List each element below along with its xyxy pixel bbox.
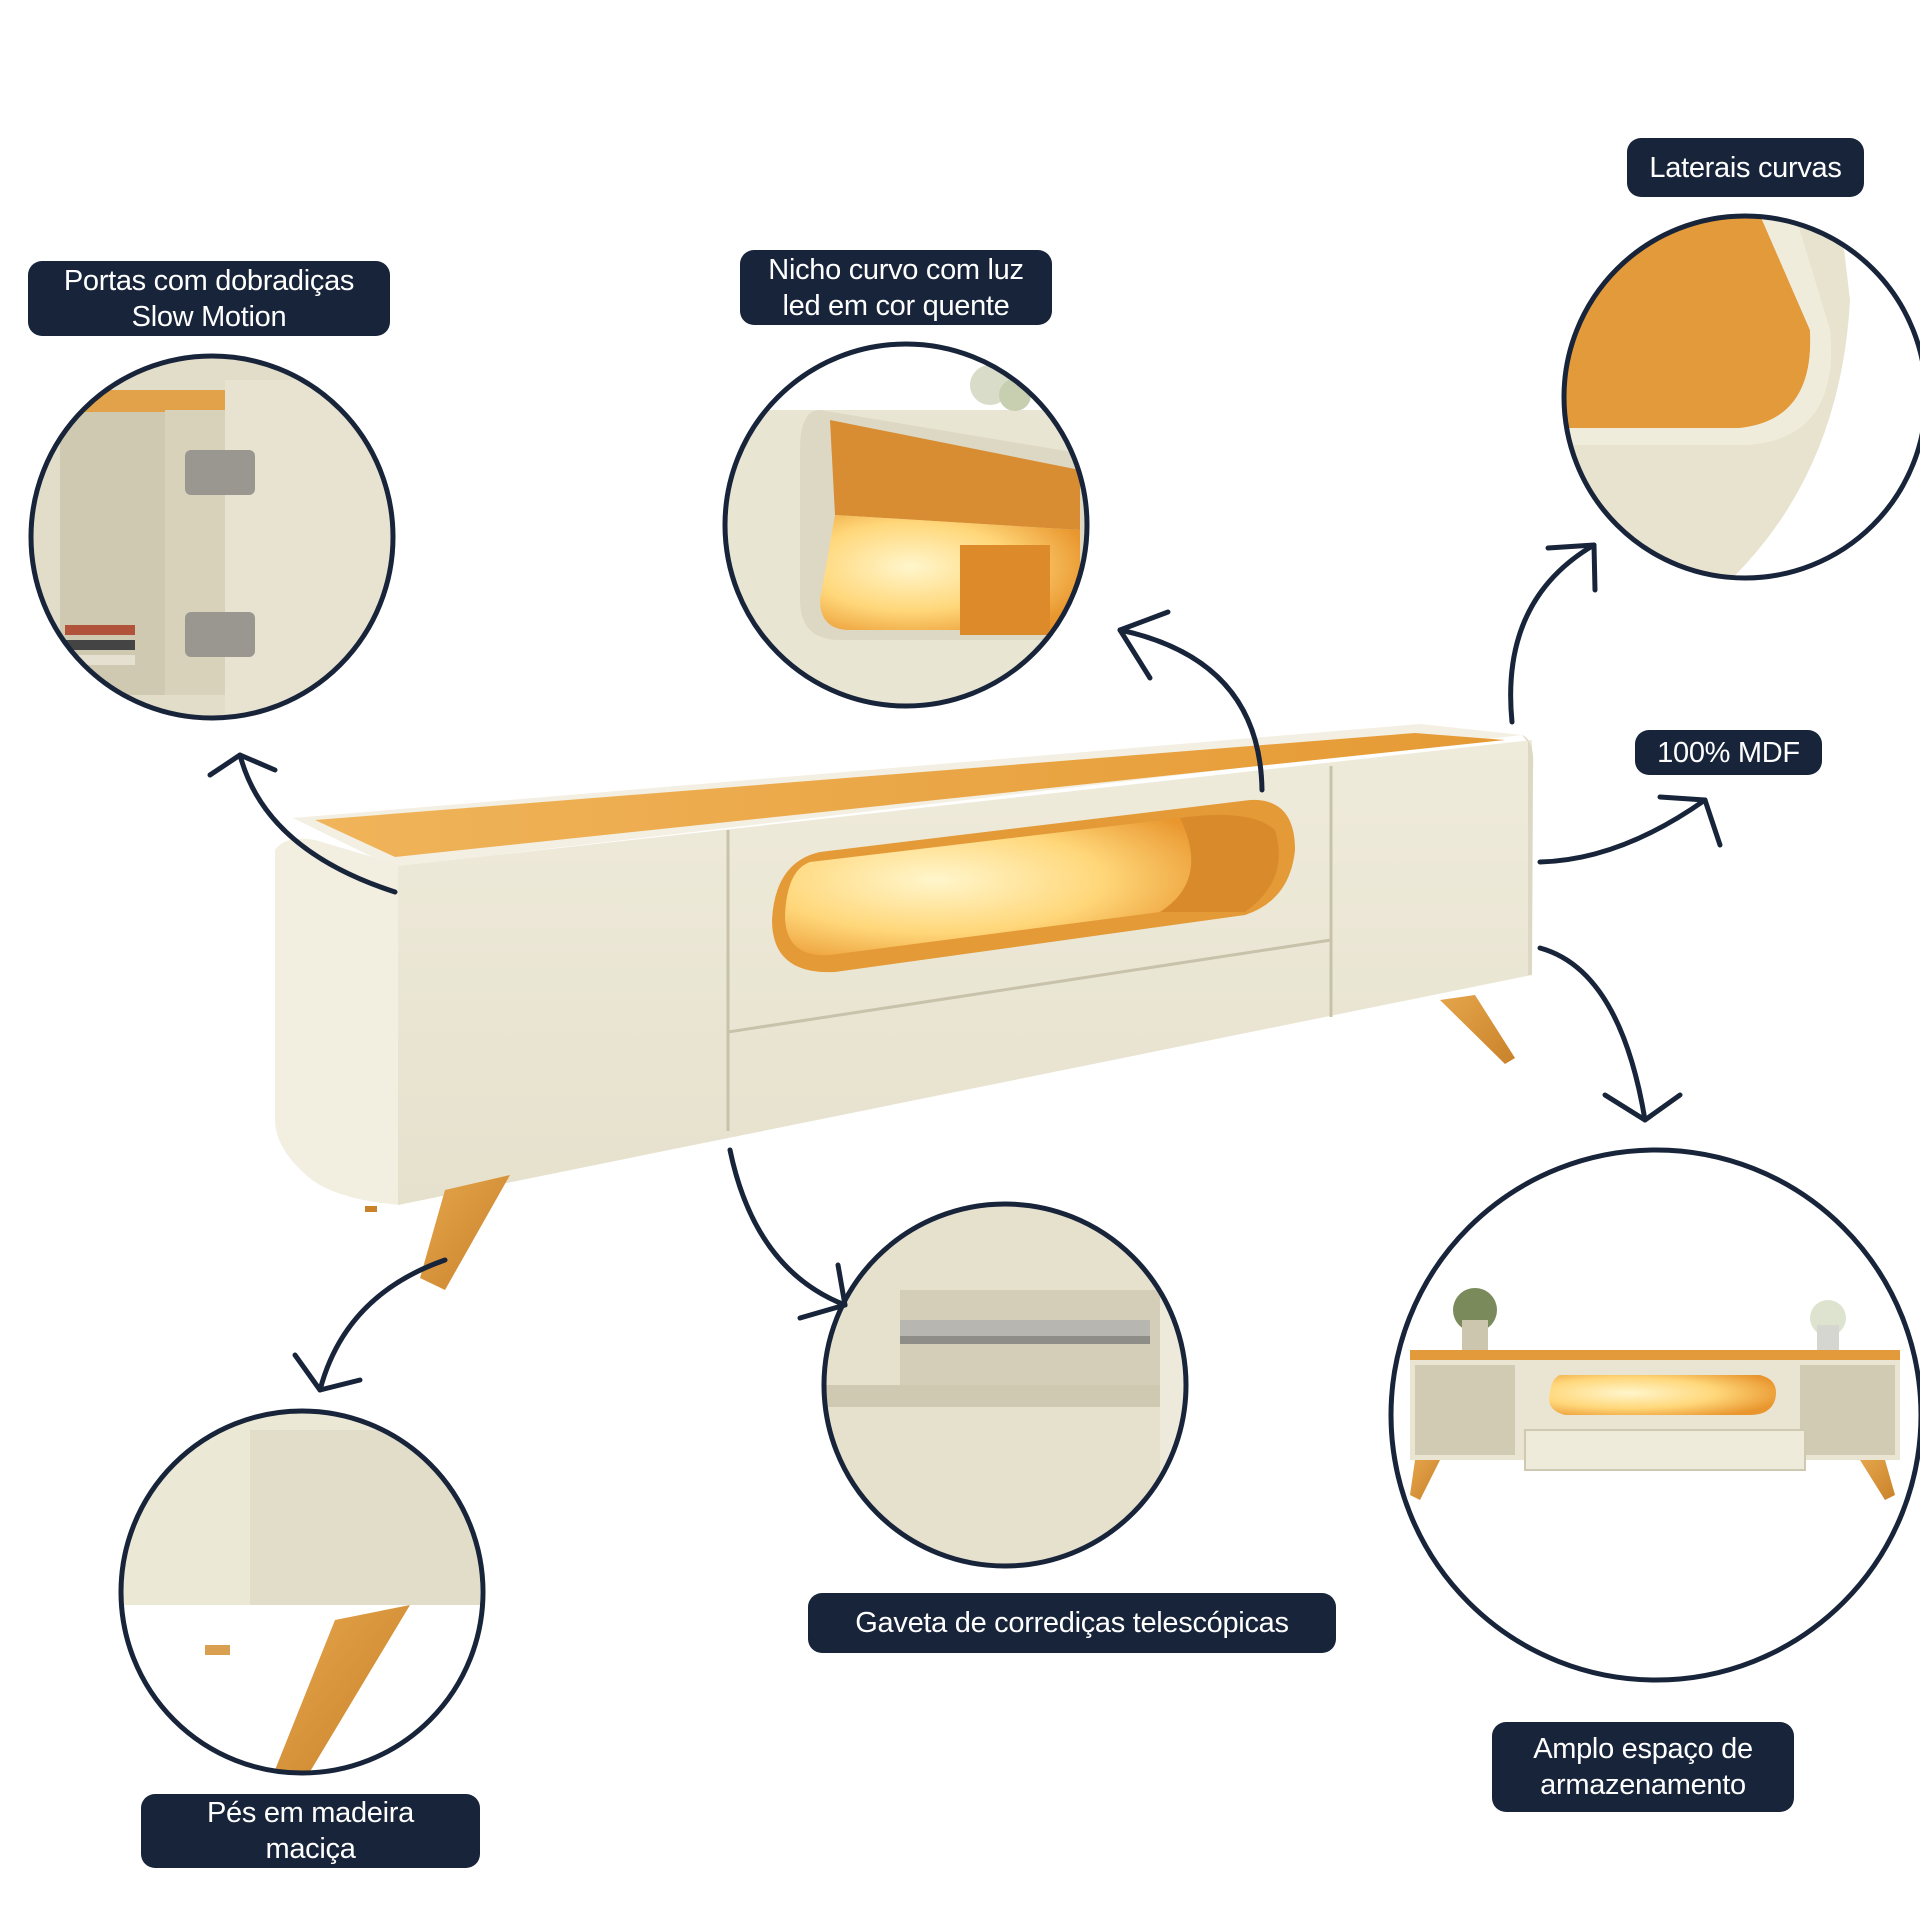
callout-storage: Amplo espaço de armazenamento	[1492, 1722, 1794, 1812]
callout-sides-line-1: Laterais curvas	[1649, 151, 1842, 184]
callout-storage-line-2: armazenamento	[1540, 1769, 1746, 1801]
callout-sides: Laterais curvas	[1627, 138, 1864, 197]
callout-feet-line-2: maciça	[265, 1833, 356, 1865]
callout-hinges-line-2: Slow Motion	[131, 300, 287, 333]
callout-niche-line-2: led em cor quente	[782, 289, 1010, 322]
callout-material: 100% MDF	[1635, 730, 1822, 775]
tv-cabinet-illustration	[275, 724, 1534, 1290]
callout-niche-line-1: Nicho curvo com luz	[768, 253, 1024, 286]
detail-circle-sides	[1561, 213, 1920, 581]
callout-hinges-line-1: Portas com dobradiças	[63, 264, 355, 297]
detail-circle-drawer	[821, 1201, 1189, 1569]
arrow-icon	[207, 542, 1723, 1393]
detail-circle-storage	[1388, 1147, 1920, 1683]
detail-circle-niche	[722, 341, 1090, 709]
callout-feet: Pés em madeira maciça	[141, 1794, 480, 1868]
callout-drawer-line-1: Gaveta de corrediças telescópicas	[855, 1607, 1289, 1639]
callout-storage-line-1: Amplo espaço de	[1533, 1733, 1753, 1765]
detail-circle-hinges	[28, 353, 396, 721]
callout-drawer: Gaveta de corrediças telescópicas	[808, 1593, 1336, 1653]
callout-hinges: Portas com dobradiças Slow Motion	[28, 261, 390, 336]
callout-niche: Nicho curvo com luz led em cor quente	[740, 250, 1052, 325]
detail-circle-feet	[118, 1408, 486, 1776]
callout-material-line-1: 100% MDF	[1657, 736, 1800, 769]
callout-feet-line-1: Pés em madeira	[207, 1797, 414, 1829]
